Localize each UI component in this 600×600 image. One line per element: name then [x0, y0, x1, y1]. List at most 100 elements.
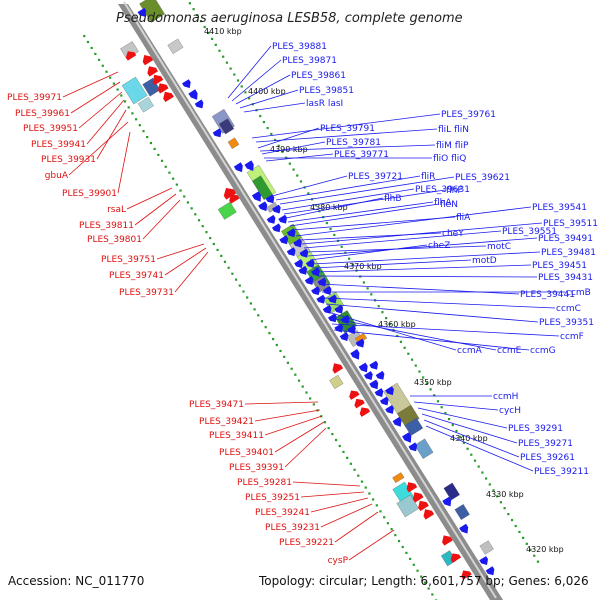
- forward-gene-arrow: [316, 294, 326, 304]
- forward-leader-line: [235, 74, 291, 105]
- forward-gene-arrow: [311, 286, 320, 296]
- reverse-gene-arrow: [152, 74, 164, 86]
- gc-dot: [440, 406, 443, 409]
- gene-block: [121, 76, 148, 105]
- gc-dot: [222, 55, 225, 58]
- gc-dot: [260, 320, 264, 323]
- gc-dot: [357, 474, 360, 477]
- tick-label: 4390 kbp: [270, 145, 308, 154]
- gc-dot: [342, 450, 345, 454]
- gc-dot: [212, 242, 215, 246]
- reverse-leader-line: [244, 401, 319, 405]
- gc-dot: [194, 213, 197, 216]
- reverse-leader-line: [334, 511, 379, 543]
- forward-gene-arrow: [304, 276, 314, 285]
- tick-label: 4410 kbp: [204, 27, 242, 36]
- forward-leader-line: [421, 413, 518, 444]
- gc-dot: [146, 135, 149, 139]
- gc-dot: [116, 88, 119, 91]
- reverse-gene-arrow: [461, 570, 472, 580]
- gene-block: [227, 137, 240, 149]
- gc-dot: [488, 483, 491, 486]
- gc-dot: [233, 73, 236, 76]
- forward-gene-label: PLES_39851: [299, 86, 354, 96]
- forward-gene-arrow: [364, 371, 373, 380]
- forward-gene-arrow: [266, 214, 276, 224]
- reverse-leader-line: [274, 421, 325, 453]
- forward-gene-label: fliM fliP: [436, 141, 469, 151]
- forward-leader-line: [425, 425, 534, 472]
- forward-gene-label: PLES_39351: [539, 318, 594, 328]
- gc-dot: [105, 70, 108, 73]
- forward-leader-line: [303, 230, 502, 249]
- gc-dot: [462, 441, 465, 444]
- reverse-gene-label: rsaL: [107, 205, 126, 215]
- forward-leader-line: [285, 197, 384, 219]
- forward-gene-label: ccmF: [560, 332, 584, 342]
- gc-dot: [423, 581, 427, 584]
- reverse-leader-line: [126, 187, 173, 210]
- reverse-leader-line: [300, 491, 365, 498]
- reverse-gene-arrow: [229, 194, 240, 204]
- gc-dot: [414, 364, 417, 367]
- gc-dot: [120, 94, 123, 97]
- gc-content-track: [83, 2, 540, 600]
- gc-dot: [112, 82, 115, 85]
- forward-leader-line: [331, 323, 560, 337]
- forward-leader-line: [243, 102, 306, 113]
- reverse-leader-line: [310, 497, 369, 513]
- reverse-gene-label: PLES_39941: [31, 140, 86, 150]
- forward-gene-arrow: [374, 388, 384, 397]
- backbone-highlight: [123, 1, 497, 599]
- forward-gene-label: PLES_39771: [334, 150, 389, 160]
- gc-dot: [397, 539, 401, 543]
- reverse-gene-label: PLES_39801: [87, 235, 142, 245]
- gc-dot: [429, 388, 432, 391]
- gc-dot: [327, 427, 330, 430]
- gc-dot: [325, 221, 328, 225]
- gc-dot: [268, 332, 271, 335]
- forward-gene-arrow: [392, 416, 402, 427]
- reverse-gene-label: gbuA: [45, 171, 69, 181]
- gc-dot: [333, 233, 336, 237]
- forward-leader-line: [255, 128, 438, 143]
- reverse-gene-arrow: [418, 500, 429, 512]
- gc-dot: [381, 311, 384, 314]
- reverse-leader-line: [86, 99, 125, 145]
- gene-block: [454, 504, 470, 521]
- gc-dot: [168, 171, 171, 174]
- forward-gene-labels: PLES_39881PLES_39871PLES_39861PLES_39851…: [272, 42, 598, 477]
- reverse-leader-line: [62, 71, 119, 98]
- forward-leader-line: [313, 259, 472, 269]
- gc-dot: [229, 67, 232, 70]
- forward-gene-label: PLES_39541: [532, 203, 587, 213]
- gc-dot: [338, 444, 341, 448]
- gc-dot: [86, 40, 90, 44]
- reverse-leader-line: [70, 81, 121, 114]
- gc-dot: [386, 522, 389, 525]
- reverse-leader-line: [174, 251, 209, 293]
- forward-gene-label: PLES_39621: [455, 173, 510, 183]
- forward-gene-label: PLES_39451: [532, 261, 587, 271]
- gc-dot: [264, 326, 267, 329]
- reverse-leader-line: [142, 199, 181, 240]
- forward-gene-label: flhB: [384, 194, 402, 204]
- reverse-gene-labels: PLES_39971PLES_39961PLES_39951PLES_39941…: [7, 93, 349, 566]
- gc-dot: [297, 379, 301, 382]
- gc-dot: [390, 528, 393, 531]
- gc-dot: [131, 112, 134, 115]
- gc-dot: [209, 236, 212, 240]
- reverse-gene-arrow: [406, 482, 418, 493]
- forward-gene-arrow: [334, 304, 344, 314]
- gc-dot: [301, 385, 304, 388]
- reverse-leader-line: [284, 427, 327, 468]
- gc-dot: [507, 513, 510, 516]
- gc-dot: [188, 2, 191, 5]
- reverse-gene-label: PLES_39421: [199, 417, 254, 427]
- forward-gene-arrow: [328, 294, 337, 304]
- forward-gene-arrow: [272, 204, 281, 214]
- tick-label: 4400 kbp: [248, 87, 286, 96]
- gc-dot: [223, 260, 227, 263]
- gc-dot: [346, 456, 349, 459]
- forward-gene-label: fliR: [421, 172, 435, 182]
